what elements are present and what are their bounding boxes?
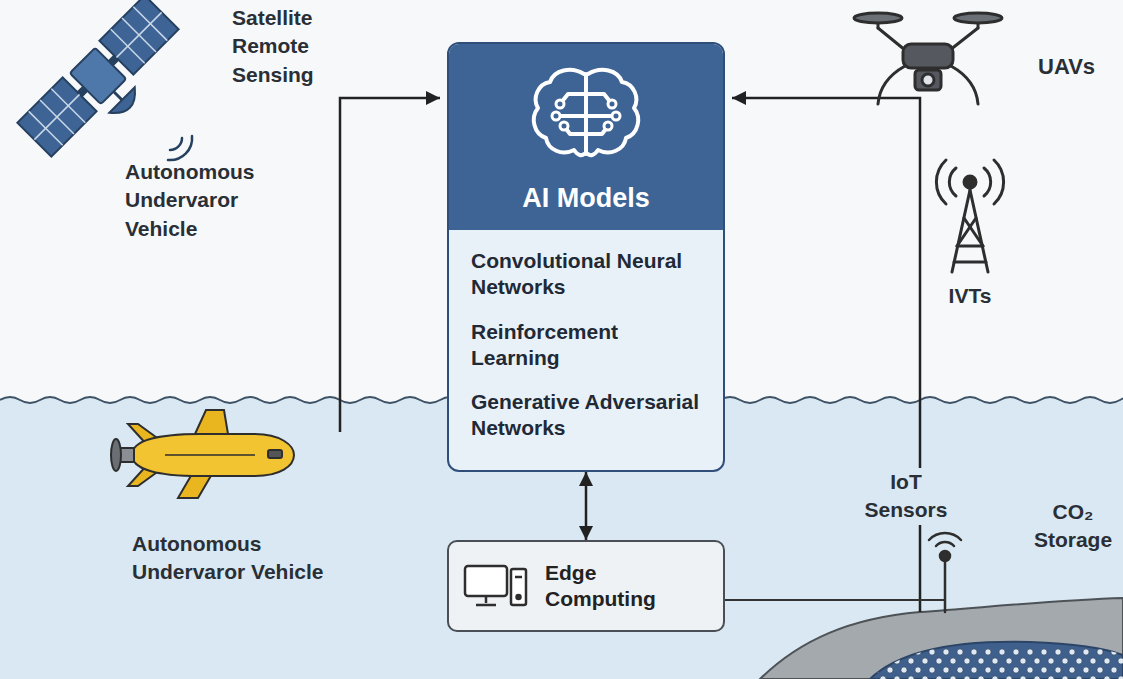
- signal-waves: [168, 136, 192, 160]
- reservoir-pores: [873, 649, 1123, 679]
- radio-tower-icon: [936, 160, 1003, 272]
- sensor-wire: [725, 599, 945, 601]
- tower-label: IVTs: [940, 282, 1000, 310]
- vehicle-label: Autonomous Undervaror Vehicle: [125, 158, 275, 243]
- co2-reservoir: [870, 642, 1123, 679]
- iot-sensor-icon: [929, 533, 961, 612]
- storage-label: CO₂ Storage: [1030, 498, 1116, 555]
- model-name: Generative Adversarial Networks: [471, 389, 701, 442]
- panel-body: Convolutional Neural NetworksReinforceme…: [449, 230, 723, 470]
- uav-drone-icon: [854, 13, 1002, 104]
- auv-illustration: [111, 410, 294, 498]
- ai-model-panel: AI ModelsConvolutional Neural NetworksRe…: [447, 42, 725, 472]
- uav-label: UAVs: [1038, 52, 1113, 82]
- seabed: [760, 598, 1123, 679]
- vehicle-label: Autonomous Undervaror Vehicle: [132, 530, 352, 587]
- brain-circuit-icon: [526, 64, 646, 164]
- computer-icon: [463, 563, 529, 609]
- panel-header: AI Models: [449, 44, 723, 230]
- process-box: Edge Computing: [447, 540, 725, 632]
- satellite-label: Satellite Remote Sensing: [232, 4, 352, 89]
- sensor-label: IoT Sensors: [858, 468, 954, 525]
- panel-title: AI Models: [522, 183, 650, 214]
- satellite-icon: [17, 0, 193, 171]
- data-flow-arrow: [732, 98, 920, 612]
- data-flow-arrow: [340, 98, 440, 432]
- bidirectional-arrow: [585, 472, 588, 540]
- box-label: Edge Computing: [545, 560, 685, 613]
- model-name: Reinforcement Learning: [471, 319, 701, 372]
- model-name: Convolutional Neural Networks: [471, 248, 701, 301]
